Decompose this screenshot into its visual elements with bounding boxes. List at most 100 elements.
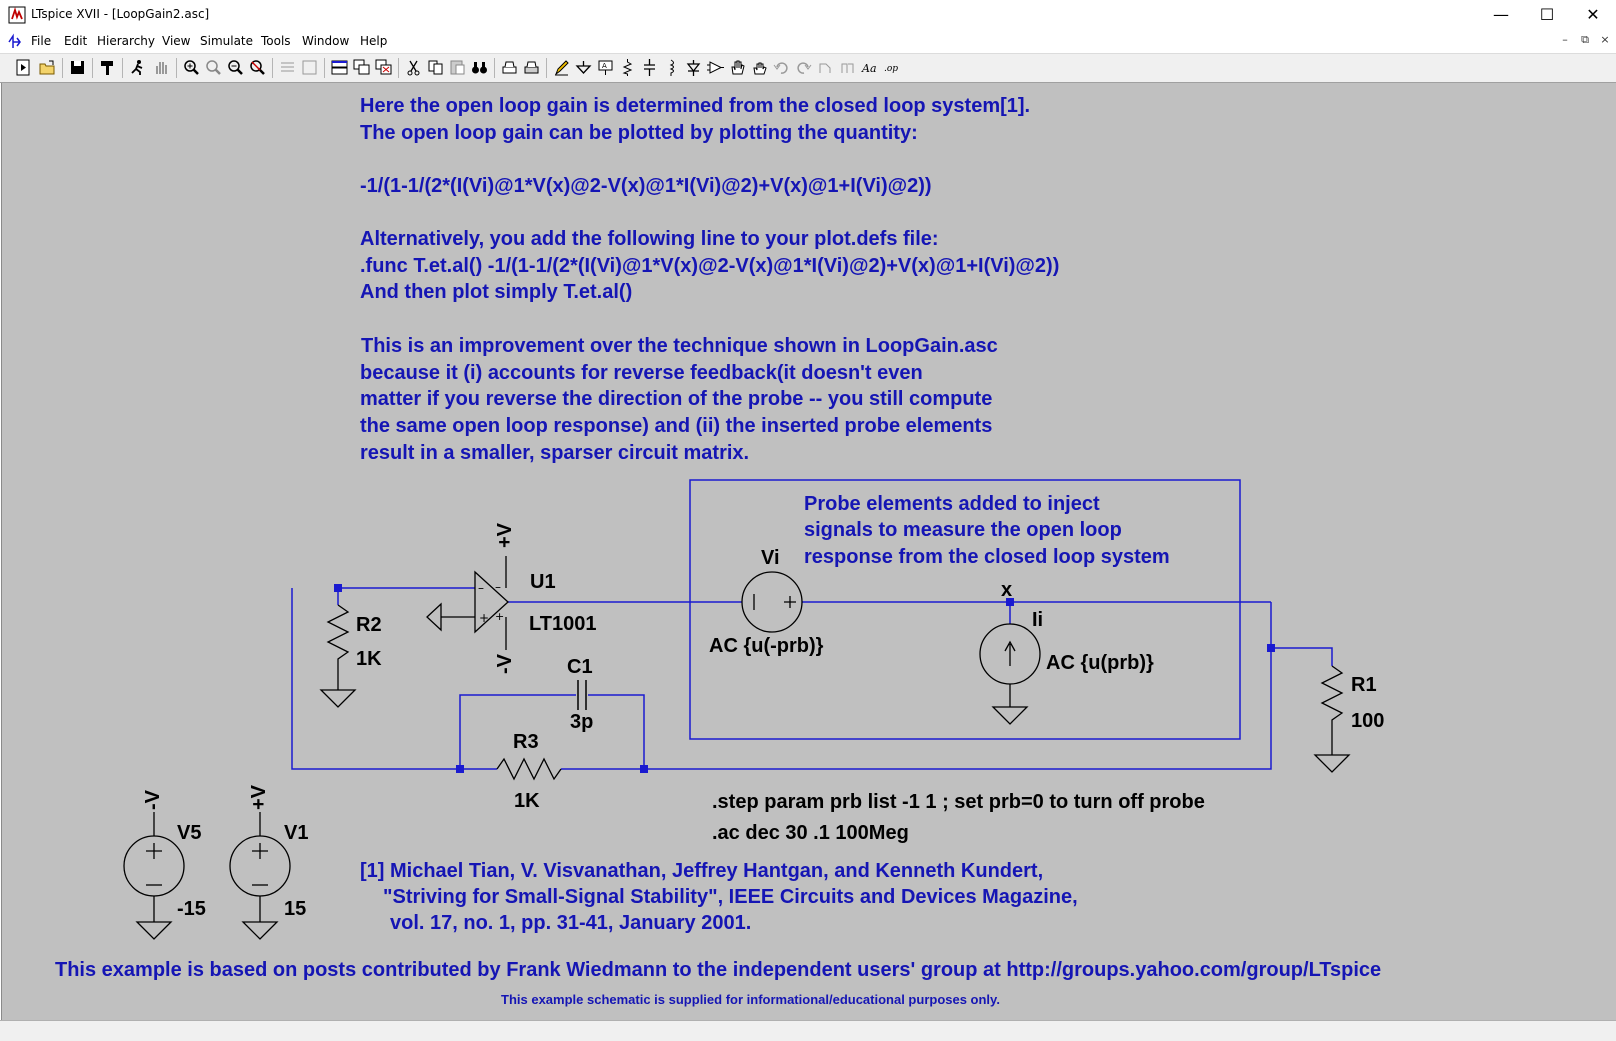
print-setup-icon[interactable]	[500, 58, 519, 77]
diode-icon[interactable]	[684, 58, 703, 77]
inductor-icon[interactable]	[662, 58, 681, 77]
circuit-wires	[291, 587, 1333, 770]
ground-icon[interactable]	[574, 58, 593, 77]
new-schematic-icon[interactable]	[14, 58, 33, 77]
print-icon[interactable]	[522, 58, 541, 77]
mirror-icon[interactable]	[838, 58, 857, 77]
ac-directive[interactable]: .ac dec 30 .1 100Meg	[712, 822, 909, 844]
r1-value-label: 100	[1351, 710, 1384, 732]
node-x-label: x	[1001, 579, 1012, 601]
capacitor-c1[interactable]: C1 3p	[460, 656, 644, 733]
footer-attribution: This example is based on posts contribut…	[55, 959, 1381, 981]
vi-value-label: AC {u(-prb)}	[709, 635, 824, 657]
intro-notes: Here the open loop gain is determined fr…	[360, 95, 1059, 303]
voltage-source-v5[interactable]: -V V5 -15	[123, 789, 206, 940]
cascade-windows-icon[interactable]	[352, 58, 371, 77]
title-bar: LTspice XVII - [LoopGain2.asc] — ☐ ✕	[0, 0, 1616, 31]
mdi-close-button[interactable]: ×	[1600, 33, 1610, 46]
menu-simulate[interactable]: Simulate	[200, 34, 254, 48]
menu-tools[interactable]: Tools	[261, 34, 291, 48]
opamp-u1[interactable]: – + – + U1 LT1001 +V -V	[426, 522, 596, 674]
svg-text:Aa: Aa	[861, 62, 877, 75]
minimize-button[interactable]: —	[1493, 5, 1509, 24]
current-source-ii[interactable]: Ii AC {u(prb)}	[979, 609, 1154, 725]
improvement-line-3: matter if you reverse the direction of t…	[360, 388, 992, 410]
schematic-canvas[interactable]: .w{stroke:#1a1ad0;stroke-width:1.5;fill:…	[1, 83, 1616, 1020]
menu-hierarchy[interactable]: Hierarchy	[97, 34, 156, 48]
step-directive[interactable]: .step param prb list -1 1 ; set prb=0 to…	[712, 791, 1205, 813]
probe-note-line-3: response from the closed loop system	[804, 546, 1170, 568]
svg-text:–: –	[495, 580, 501, 594]
save-icon[interactable]	[68, 58, 87, 77]
resistor-r2[interactable]: R2 1K	[319, 604, 382, 708]
r3-value-label: 1K	[514, 790, 540, 812]
improvement-line-1: This is an improvement over the techniqu…	[361, 335, 998, 357]
open-folder-icon[interactable]	[38, 58, 57, 77]
pan-icon[interactable]	[204, 58, 223, 77]
menu-view[interactable]: View	[162, 34, 191, 48]
label-net-icon[interactable]: A	[596, 58, 615, 77]
menu-help[interactable]: Help	[360, 34, 388, 48]
svg-text:.op: .op	[884, 64, 898, 74]
redo-icon[interactable]	[794, 58, 813, 77]
menu-edit[interactable]: Edit	[64, 34, 88, 48]
control-panel-hammer-icon[interactable]	[98, 58, 117, 77]
resistor-icon[interactable]	[618, 58, 637, 77]
improvement-line-5: result in a smaller, sparser circuit mat…	[360, 442, 749, 464]
u1-pos-supply-flag: +V	[494, 522, 516, 548]
r2-ground-icon	[319, 689, 357, 708]
voltage-source-vi[interactable]: Vi AC {u(-prb)}	[709, 547, 824, 657]
reference-notes: [1] Michael Tian, V. Visvanathan, Jeffre…	[360, 860, 1078, 934]
cut-icon[interactable]	[404, 58, 423, 77]
spice-directive-icon[interactable]: .op	[882, 58, 901, 77]
text-icon[interactable]: Aa	[860, 58, 879, 77]
autorange-icon[interactable]	[278, 58, 297, 77]
paste-icon[interactable]	[448, 58, 467, 77]
v1-value-label: 15	[284, 898, 306, 920]
reference-line-3: vol. 17, no. 1, pp. 31-41, January 2001.	[390, 912, 751, 934]
r2-name-label: R2	[356, 614, 382, 636]
svg-text:A: A	[602, 62, 607, 70]
mdi-minimize-button[interactable]: –	[1562, 33, 1568, 46]
schematic-doc-icon[interactable]	[7, 33, 23, 49]
drag-hand-icon[interactable]	[750, 58, 769, 77]
resistor-r3[interactable]: R3 1K	[496, 731, 562, 812]
menu-window[interactable]: Window	[302, 34, 350, 48]
v5-name-label: V5	[177, 822, 201, 844]
wire-junctions	[334, 584, 1275, 773]
mdi-restore-button[interactable]: ⧉	[1581, 33, 1589, 46]
improvement-line-2: because it (i) accounts for reverse feed…	[360, 362, 923, 384]
r1-name-label: R1	[1351, 674, 1377, 696]
zoom-in-icon[interactable]	[182, 58, 201, 77]
mark-text-icon[interactable]	[300, 58, 319, 77]
run-simulation-icon[interactable]	[128, 58, 147, 77]
zoom-fit-icon[interactable]	[248, 58, 267, 77]
v1-ground-icon	[241, 921, 279, 940]
intro-line-2: The open loop gain can be plotted by plo…	[360, 122, 918, 144]
undo-icon[interactable]	[772, 58, 791, 77]
find-binoculars-icon[interactable]	[470, 58, 489, 77]
voltage-source-v1[interactable]: +V V1 15	[229, 784, 308, 940]
close-button[interactable]: ✕	[1586, 5, 1600, 24]
maximize-button[interactable]: ☐	[1539, 5, 1555, 24]
svg-text:+: +	[495, 610, 504, 623]
capacitor-icon[interactable]	[640, 58, 659, 77]
move-hand-icon[interactable]	[728, 58, 747, 77]
draw-wire-pencil-icon[interactable]	[552, 58, 571, 77]
zoom-out-icon[interactable]	[226, 58, 245, 77]
improvement-line-4: the same open loop response) and (ii) th…	[360, 415, 992, 437]
rotate-icon[interactable]	[816, 58, 835, 77]
menu-file[interactable]: File	[31, 34, 52, 48]
intro-formula: -1/(1-1/(2*(I(Vi)@1*V(x)@2-V(x)@1*I(Vi)@…	[360, 175, 932, 197]
reference-line-2: "Striving for Small-Signal Stability", I…	[383, 886, 1078, 908]
component-icon[interactable]	[706, 58, 725, 77]
resistor-r1[interactable]: R1 100	[1313, 665, 1384, 773]
close-all-windows-icon[interactable]	[374, 58, 393, 77]
toolbar: A Aa .op	[0, 53, 1616, 83]
tile-horizontal-icon[interactable]	[330, 58, 349, 77]
schematic-drawing: .w{stroke:#1a1ad0;stroke-width:1.5;fill:…	[55, 95, 1384, 1007]
copy-icon[interactable]	[426, 58, 445, 77]
r2-value-label: 1K	[356, 648, 382, 670]
halt-hand-icon[interactable]	[152, 58, 171, 77]
